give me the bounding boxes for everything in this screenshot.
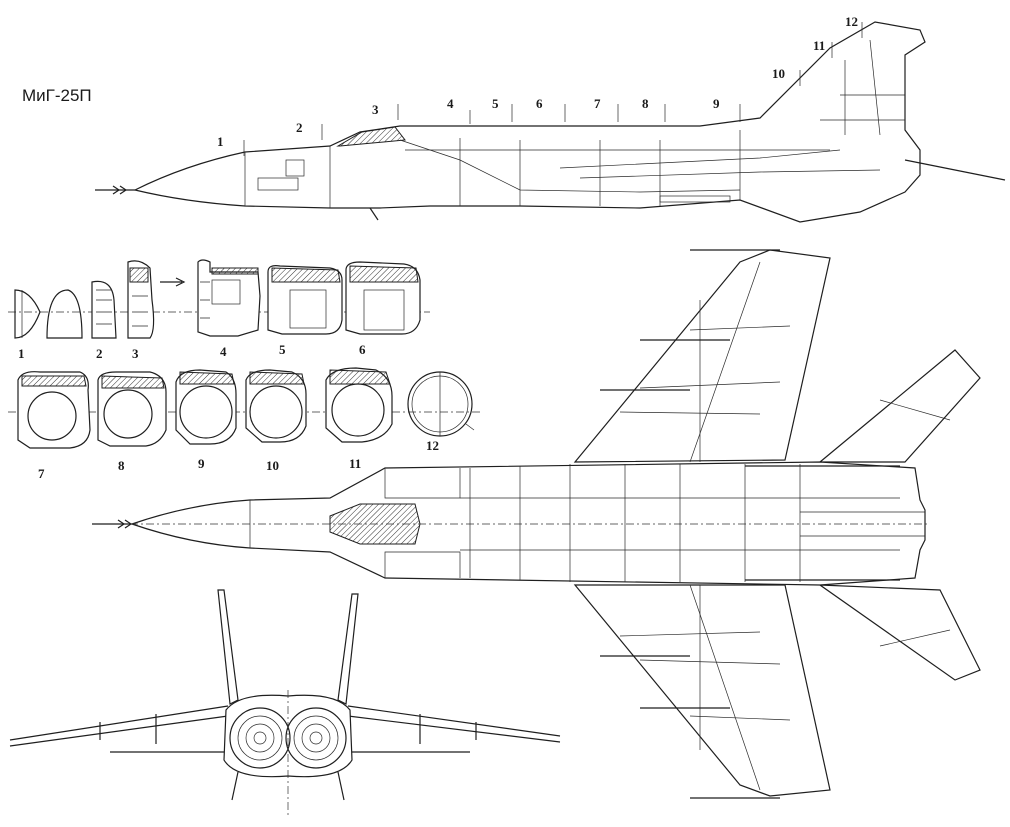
section-label: 7 <box>38 466 45 481</box>
section-label: 10 <box>266 458 279 473</box>
section-4 <box>197 259 261 337</box>
side-view: 1 2 3 4 5 6 7 8 9 10 11 12 <box>95 14 1006 223</box>
side-station-label: 11 <box>813 38 825 53</box>
side-station-label: 12 <box>845 14 858 29</box>
section-12 <box>407 371 475 437</box>
section-label: 1 <box>18 346 25 361</box>
aircraft-title: МиГ-25П <box>22 86 92 105</box>
section-label: 4 <box>220 344 227 359</box>
section-label: 8 <box>118 458 125 473</box>
section-8 <box>97 371 167 447</box>
side-station-label: 8 <box>642 96 649 111</box>
side-station-label: 9 <box>713 96 720 111</box>
section-6 <box>345 261 421 335</box>
top-view <box>92 249 981 799</box>
rear-view <box>9 589 561 815</box>
section-7 <box>17 371 91 449</box>
side-station-label: 6 <box>536 96 543 111</box>
section-label: 9 <box>198 456 205 471</box>
section-label: 12 <box>426 438 439 453</box>
section-5 <box>267 265 343 335</box>
side-station-label: 4 <box>447 96 454 111</box>
section-label: 11 <box>349 456 361 471</box>
section-9 <box>175 369 237 445</box>
side-station-label: 1 <box>217 134 224 149</box>
section-label: 2 <box>96 346 103 361</box>
section-label: 6 <box>359 342 366 357</box>
section-label: 3 <box>132 346 139 361</box>
section-3 <box>127 260 186 339</box>
side-station-label: 7 <box>594 96 601 111</box>
section-label: 5 <box>279 342 286 357</box>
section-11 <box>325 367 393 443</box>
section-1 <box>14 289 83 339</box>
side-station-label: 3 <box>372 102 379 117</box>
side-station-label: 2 <box>296 120 303 135</box>
section-2 <box>91 280 117 339</box>
side-station-label: 5 <box>492 96 499 111</box>
side-station-label: 10 <box>772 66 785 81</box>
section-10 <box>245 369 307 443</box>
cross-sections: 1 2 3 4 5 6 7 8 9 10 11 12 <box>8 259 480 481</box>
